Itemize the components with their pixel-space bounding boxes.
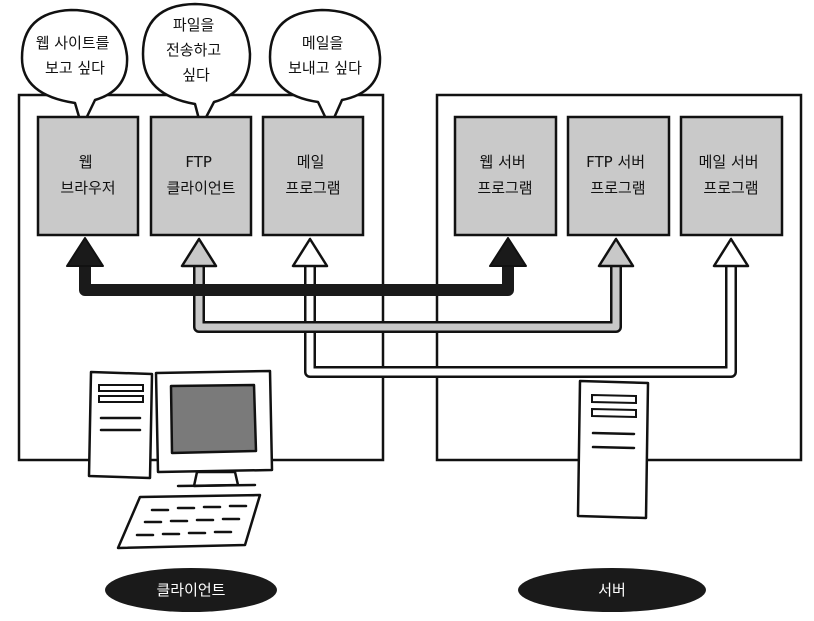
svg-text:메일 서버 프로그램: 메일 서버 프로그램 [699,153,764,197]
bubble-web: 웹 사이트를 보고 싶다 [20,8,129,129]
svg-text:웹 사이트를 보고 싶다: 웹 사이트를 보고 싶다 [36,34,115,77]
server-mail-label-1: 메일 서버 [699,153,759,171]
client-web-browser-box: 웹 브라우저 [36,115,140,237]
svg-text:메일 프로그램: 메일 프로그램 [285,153,340,197]
client-web-label-1: 웹 [79,153,93,171]
client-ftp-label-2: 클라이언트 [166,179,235,197]
svg-text:웹 브라우저: 웹 브라우저 [60,153,115,197]
server-ftp-box: FTP 서버 프로그램 [566,115,671,237]
client-badge: 클라이언트 [105,568,277,612]
server-badge-label: 서버 [598,581,626,599]
svg-text:FTP 서버 프로그램: FTP 서버 프로그램 [586,153,650,197]
client-ftp-box: FTP 클라이언트 [149,115,253,237]
client-ftp-label-1: FTP [185,153,212,171]
bubble-ftp-line-1: 파일을 [173,16,214,34]
bubble-web-line-2: 보고 싶다 [45,59,105,77]
server-tower-icon [576,379,650,520]
server-mail-label-2: 프로그램 [703,179,758,197]
client-mail-label-2: 프로그램 [285,179,340,197]
svg-text:파일을 전송하고 싶다: 파일을 전송하고 싶다 [166,16,226,84]
client-web-label-2: 브라우저 [60,179,115,197]
server-badge: 서버 [518,568,706,612]
bubble-mail-line-2: 보내고 싶다 [288,59,362,77]
server-web-box: 웹 서버 프로그램 [453,115,558,237]
bubble-ftp: 파일을 전송하고 싶다 [141,2,252,129]
server-ftp-label-1: FTP 서버 [586,153,645,171]
bubble-ftp-line-3: 싶다 [182,66,210,84]
mail-connection-arrow [291,237,750,378]
bubble-web-line-1: 웹 사이트를 [36,34,110,52]
bubble-mail: 메일을 보내고 싶다 [268,8,382,129]
server-web-label-1: 웹 서버 [480,153,526,171]
bubble-ftp-line-2: 전송하고 [166,41,221,59]
client-mail-label-1: 메일 [297,153,325,171]
server-ftp-label-2: 프로그램 [590,179,645,197]
client-badge-label: 클라이언트 [156,581,225,599]
server-web-label-2: 프로그램 [477,179,532,197]
svg-text:메일을 보내고 싶다: 메일을 보내고 싶다 [288,34,362,77]
desktop-computer-icon [87,369,274,488]
server-mail-box: 메일 서버 프로그램 [679,115,784,237]
web-connection-arrow [66,237,527,296]
keyboard-icon [116,493,262,550]
svg-text:FTP 클라이언트: FTP 클라이언트 [166,153,235,197]
client-mail-box: 메일 프로그램 [261,115,365,237]
bubble-mail-line-1: 메일을 [302,34,343,52]
svg-text:웹 서버 프로그램: 웹 서버 프로그램 [477,153,532,197]
